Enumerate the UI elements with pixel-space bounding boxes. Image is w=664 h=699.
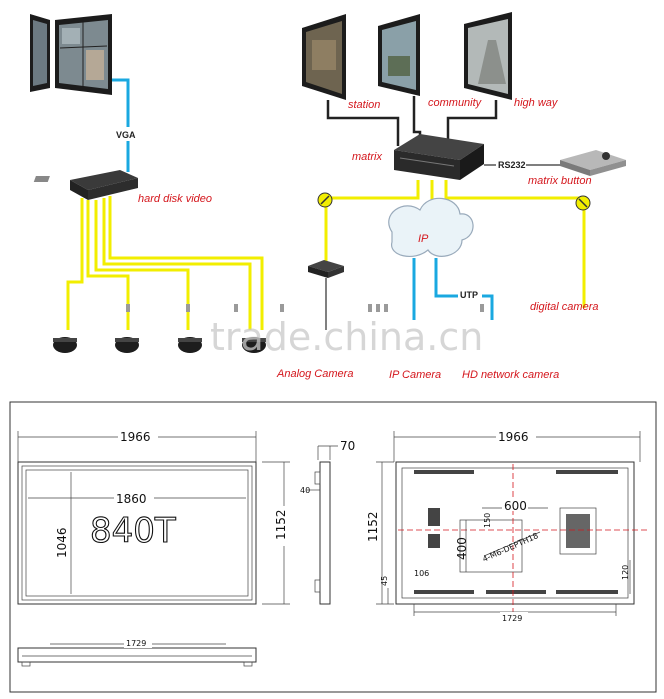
matrix-yellow-cables bbox=[324, 180, 586, 308]
front-bezel bbox=[17, 461, 257, 605]
back-bottom-offset-dim: 45 bbox=[380, 576, 389, 586]
matrix-button-keyboard bbox=[560, 150, 626, 176]
vga-cable bbox=[112, 78, 130, 172]
back-hole-h-dim: 600 bbox=[504, 499, 527, 513]
dome-cameras bbox=[53, 337, 266, 353]
back-hole-v-dim: 400 bbox=[455, 537, 469, 560]
analog-encoder-box bbox=[308, 260, 344, 330]
dome-camera-1 bbox=[53, 337, 77, 353]
back-view: 1966 600 400 150 bbox=[364, 428, 650, 624]
connector-stubs bbox=[126, 304, 484, 312]
digital-camera-label: digital camera bbox=[530, 301, 598, 313]
monitor-highway bbox=[464, 12, 512, 100]
back-bottom-width-dim: 1729 bbox=[502, 614, 522, 623]
hard-disk-video-recorder bbox=[33, 170, 138, 200]
front-screen-area bbox=[25, 469, 249, 597]
side-depth-dim: 70 bbox=[340, 439, 355, 453]
front-bottom-width-dim: 1729 bbox=[126, 639, 146, 648]
monitor-station bbox=[302, 14, 346, 100]
station-label: station bbox=[348, 99, 380, 111]
watermark: trade.china.cn bbox=[210, 315, 483, 359]
front-inner-width-dim: 1860 bbox=[116, 492, 147, 506]
hard-disk-video-label: hard disk video bbox=[138, 193, 212, 205]
utp-label: UTP bbox=[460, 290, 478, 300]
side-offset-dim: 40 bbox=[300, 486, 310, 495]
system-diagram: VGA hard disk video bbox=[30, 12, 626, 381]
high-way-label: high way bbox=[514, 97, 559, 109]
community-label: community bbox=[428, 97, 483, 109]
back-control-board bbox=[559, 507, 597, 555]
front-bottom-view: 1729 bbox=[17, 637, 257, 667]
front-view: 1966 1860 1046 840T 1152 bbox=[17, 428, 290, 605]
back-screw-dim: 150 bbox=[483, 513, 492, 528]
ip-camera-label: IP Camera bbox=[389, 369, 441, 381]
matrix-switcher bbox=[394, 134, 484, 180]
rs232-label: RS232 bbox=[498, 160, 526, 170]
dvr-camera-cables bbox=[66, 196, 264, 330]
front-outer-height-dim: 1152 bbox=[274, 509, 288, 540]
back-panel bbox=[395, 461, 635, 605]
model-name: 840T bbox=[90, 511, 176, 551]
matrix-label: matrix bbox=[352, 151, 382, 163]
dome-camera-4 bbox=[242, 337, 266, 353]
back-width-dim: 1966 bbox=[498, 430, 529, 444]
technical-drawing: 1966 1860 1046 840T 1152 bbox=[9, 401, 657, 693]
monitor-community bbox=[378, 14, 420, 96]
back-right-offset-dim: 120 bbox=[621, 565, 630, 580]
ip-label: IP bbox=[418, 233, 429, 245]
hd-network-camera-label: HD network camera bbox=[462, 369, 559, 381]
cable-connector-left bbox=[317, 192, 333, 208]
matrix-button-label: matrix button bbox=[528, 175, 592, 187]
vga-label: VGA bbox=[116, 130, 136, 140]
mount-bracket-area bbox=[459, 519, 523, 573]
front-height-dim: 1046 bbox=[55, 527, 69, 558]
dome-camera-3 bbox=[178, 337, 202, 353]
front-width-dim: 1966 bbox=[120, 430, 151, 444]
ip-network-cloud bbox=[388, 197, 474, 258]
side-view: 70 40 bbox=[300, 439, 355, 605]
analog-camera-label: Analog Camera bbox=[276, 368, 353, 380]
back-mount-note: 4-M6-DEPTH18 bbox=[481, 531, 539, 564]
back-left-offset-dim: 106 bbox=[414, 569, 429, 578]
video-wall-monitor-left bbox=[30, 14, 112, 95]
back-vents bbox=[414, 470, 618, 594]
cable-connector-right bbox=[575, 195, 591, 211]
drawing-frame bbox=[9, 401, 657, 693]
back-height-dim: 1152 bbox=[366, 511, 380, 542]
dome-camera-2 bbox=[115, 337, 139, 353]
